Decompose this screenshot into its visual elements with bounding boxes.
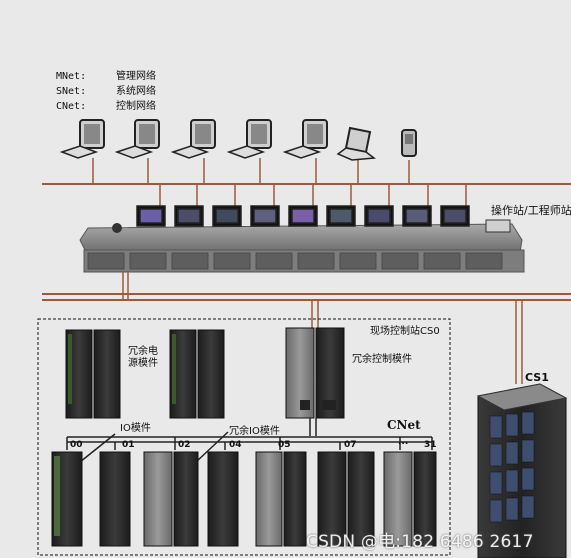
slot-label-02: 02 bbox=[178, 440, 191, 450]
console-monitors bbox=[136, 205, 470, 227]
cs1-label: CS1 bbox=[525, 371, 549, 384]
watermark: CSDN @电:182 6486 2617 bbox=[306, 532, 534, 552]
workstation-3 bbox=[170, 119, 216, 159]
io-modules bbox=[51, 451, 437, 547]
redundant-control-modules bbox=[285, 327, 345, 419]
redundant-power-modules-2 bbox=[169, 329, 225, 419]
workstation-group bbox=[59, 119, 417, 161]
redundant-power-label: 冗余电 源模件 bbox=[128, 346, 158, 370]
workstation-4 bbox=[226, 119, 272, 159]
workstation-5 bbox=[282, 119, 328, 159]
printer-icon bbox=[485, 219, 511, 233]
slot-label-07: 07 bbox=[344, 440, 357, 450]
cnet-bus bbox=[66, 418, 433, 463]
operator-console bbox=[79, 205, 525, 273]
io-module-label: IO模件 bbox=[120, 423, 151, 434]
legend-row-snet: SNet:系统网络 bbox=[56, 86, 156, 97]
slot-label-01: 01 bbox=[122, 440, 135, 450]
slot-label-ellipsis: ... bbox=[398, 437, 409, 447]
legend-row-cnet: CNet:控制网络 bbox=[56, 101, 156, 112]
legend-row-mnet: MNet:管理网络 bbox=[56, 71, 156, 82]
redundant-control-label: 冗余控制模件 bbox=[352, 354, 412, 365]
legend: MNet:管理网络 SNet:系统网络 CNet:控制网络 bbox=[56, 67, 156, 112]
slot-label-00: 00 bbox=[70, 440, 83, 450]
redundant-power-modules bbox=[65, 329, 121, 419]
workstation-2 bbox=[114, 119, 160, 159]
cnet-label: CNet bbox=[387, 418, 421, 432]
phone-icon bbox=[112, 223, 122, 233]
slot-label-31: 31 bbox=[424, 440, 437, 450]
slot-label-04: 04 bbox=[229, 440, 242, 450]
slot-label-05: 05 bbox=[278, 440, 291, 450]
laptop-icon bbox=[336, 126, 377, 161]
handheld-icon bbox=[401, 129, 417, 157]
redundant-power-label-line2: 源模件 bbox=[128, 358, 158, 369]
redundant-power-label-line1: 冗余电 bbox=[128, 346, 158, 357]
snet-drops bbox=[122, 272, 523, 384]
operator-station-label: 操作站/工程师站 bbox=[491, 204, 571, 217]
snet-lines bbox=[42, 293, 571, 301]
workstation-1 bbox=[59, 119, 105, 159]
field-station-box bbox=[37, 318, 451, 556]
cs1-cabinet bbox=[476, 383, 568, 558]
mnet-drops bbox=[92, 158, 410, 184]
redundant-io-label: 冗余IO模件 bbox=[229, 426, 280, 437]
field-station-label: 现场控制站CS0 bbox=[370, 326, 440, 337]
